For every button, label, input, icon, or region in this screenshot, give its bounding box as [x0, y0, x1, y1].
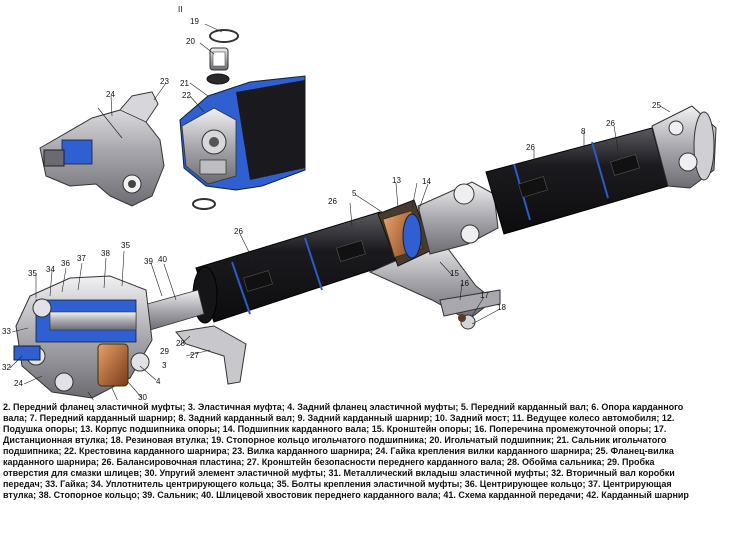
cardan-shaft-illustration: II	[2, 5, 717, 400]
callout-8: 8	[581, 127, 586, 136]
callout-22: 22	[182, 91, 191, 100]
balance-plate-front-b	[336, 240, 366, 262]
callout-35-left: 35	[28, 269, 37, 278]
callout-39: 39	[144, 257, 153, 266]
balance-plate-rear-a	[518, 176, 548, 198]
callout-18: 18	[497, 303, 506, 312]
callout-23: 23	[160, 77, 169, 86]
elastic-element-30	[97, 343, 129, 387]
front-shaft-tube	[195, 211, 397, 323]
safety-bracket-27	[175, 325, 247, 385]
balance-plate-front-a	[243, 270, 273, 292]
legend-line-5: подшипника; 22. Крестовина карданного ша…	[3, 446, 674, 457]
legend-line-7: отверстия для смазки шлицев; 30. Упругий…	[3, 468, 675, 479]
callout-35-right: 35	[121, 241, 130, 250]
callout-36: 36	[61, 259, 70, 268]
legend-line-3: Подушка опоры; 13. Корпус подшипника опо…	[3, 424, 667, 435]
rubber-bushing-18	[458, 314, 466, 322]
legend-line-9: втулка; 38. Стопорное кольцо; 39. Сальни…	[3, 490, 689, 501]
callout-25: 25	[652, 101, 661, 110]
rear-joint-cutaway	[179, 75, 306, 191]
balance-plate-rear-b	[610, 154, 640, 176]
legend-line-1: 2. Передний фланец эластичной муфты; 3. …	[3, 402, 684, 412]
gearbox-shaft-32	[13, 345, 41, 361]
callout-17: 17	[480, 291, 489, 300]
callout-3: 3	[162, 361, 167, 370]
legend-line-4: Дистанционная втулка; 18. Резиновая втул…	[3, 435, 667, 446]
callout-numbers: 19 20 21 22 23 24 25 26 8 26 13 14 5 26 …	[2, 17, 661, 400]
legend-caption: 2. Передний фланец эластичной муфты; 3. …	[3, 402, 727, 545]
callout-4: 4	[156, 377, 161, 386]
exploded-yoke	[39, 91, 165, 207]
yoke-nut-section	[61, 139, 93, 165]
callout-29: 29	[160, 347, 169, 356]
callout-24-lower: 24	[14, 379, 23, 388]
retaining-ring-19	[209, 29, 239, 43]
callout-26-rear-a: 26	[526, 143, 535, 152]
callout-26-front-b: 26	[328, 197, 337, 206]
legend-line-2: вала; 7. Передний карданный шарнир; 8. З…	[3, 413, 675, 424]
callout-26-rear-b: 26	[606, 119, 615, 128]
callout-13: 13	[392, 176, 401, 185]
callout-14: 14	[422, 177, 431, 186]
inset-label: II	[178, 5, 182, 14]
legend-line-6: карданного шарнира; 26. Балансировочная …	[3, 457, 655, 468]
inset-exploded-joint: II	[178, 5, 239, 210]
callout-40: 40	[158, 255, 167, 264]
elastic-coupling	[13, 275, 153, 399]
retaining-ring-lower	[192, 198, 216, 210]
callout-32: 32	[2, 363, 11, 372]
callout-20: 20	[186, 37, 195, 46]
callout-33: 33	[2, 327, 11, 336]
callout-24: 24	[106, 90, 115, 99]
crossmember-16	[439, 289, 501, 317]
callout-34: 34	[46, 265, 55, 274]
callout-5: 5	[352, 189, 357, 198]
leader-lines	[9, 23, 671, 400]
cardan-shaft-assembly	[139, 105, 717, 385]
callout-30: 30	[138, 393, 147, 400]
callout-37: 37	[77, 254, 86, 263]
callout-38: 38	[101, 249, 110, 258]
callout-19: 19	[190, 17, 199, 26]
callout-28: 28	[176, 339, 185, 348]
callout-27: 27	[190, 351, 199, 360]
callout-21: 21	[180, 79, 189, 88]
callout-15: 15	[450, 269, 459, 278]
callout-26-front-a: 26	[234, 227, 243, 236]
legend-line-8: передач; 33. Гайка; 34. Уплотнитель цент…	[3, 479, 672, 490]
seal-21	[206, 73, 230, 85]
rear-shaft-tube	[485, 127, 669, 235]
callout-16: 16	[460, 279, 469, 288]
